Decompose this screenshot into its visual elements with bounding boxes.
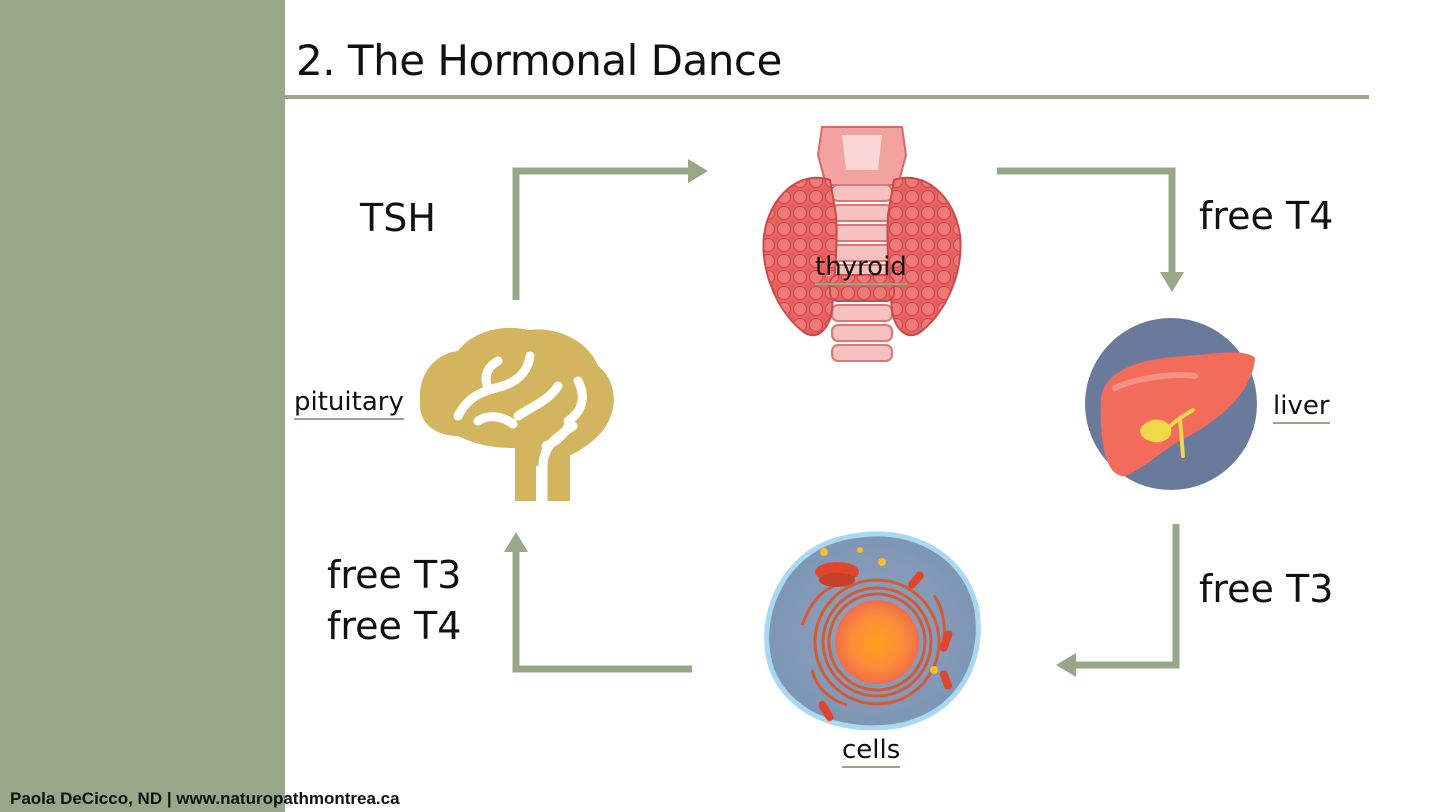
brain-icon bbox=[419, 327, 614, 501]
node-label-pituitary: pituitary bbox=[294, 387, 404, 420]
edge-label-tsh: TSH bbox=[360, 196, 436, 240]
node-label-cells: cells bbox=[842, 735, 901, 768]
slide-title: 2. The Hormonal Dance bbox=[296, 36, 782, 85]
liver-icon bbox=[1085, 318, 1257, 490]
arrowhead-thyroid bbox=[688, 159, 708, 183]
node-label-liver: liver bbox=[1273, 391, 1330, 424]
edge-label-free-t4-to-liver: free T4 bbox=[1199, 194, 1334, 238]
arrowhead-liver bbox=[1160, 272, 1184, 292]
title-divider bbox=[285, 95, 1369, 99]
arrow-thyroid-to-liver bbox=[997, 167, 1176, 275]
sidebar-band bbox=[0, 0, 285, 812]
edge-label-free-t4-feedback: free T4 bbox=[327, 604, 462, 648]
footer-credit: Paola DeCicco, ND | www.naturopathmontre… bbox=[10, 789, 400, 808]
edge-label-free-t3-to-cells: free T3 bbox=[1199, 567, 1334, 611]
arrowhead-cells bbox=[1056, 653, 1076, 677]
arrow-cells-to-pituitary bbox=[512, 550, 692, 673]
node-label-thyroid: thyroid bbox=[815, 252, 907, 285]
cell-icon bbox=[764, 531, 981, 730]
thyroid-icon bbox=[762, 126, 962, 362]
arrow-liver-to-cells bbox=[1074, 524, 1180, 669]
arrowhead-pituitary bbox=[504, 532, 528, 552]
arrow-pituitary-to-thyroid bbox=[512, 167, 690, 300]
edge-label-free-t3-feedback: free T3 bbox=[327, 553, 462, 597]
